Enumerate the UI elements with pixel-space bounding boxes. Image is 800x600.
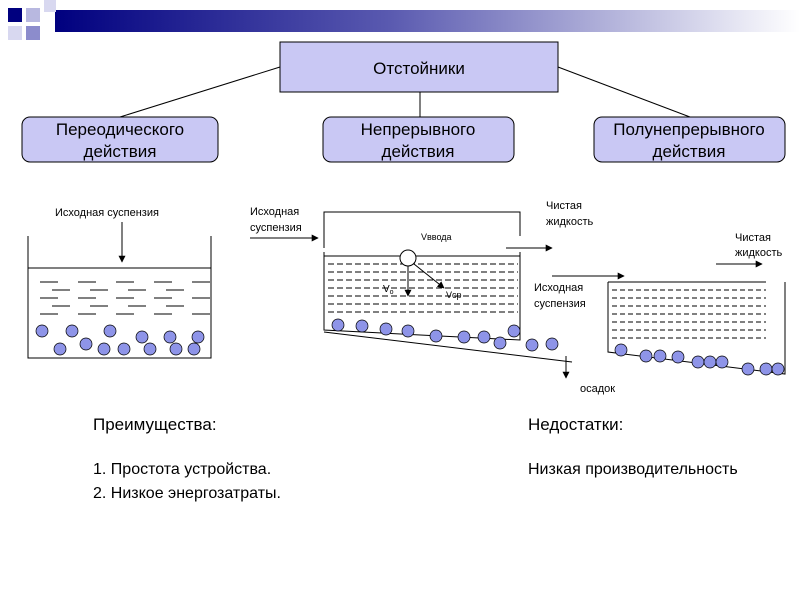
cont-velocity-avg-label: Vср: [446, 290, 462, 300]
sediment-particle: [97, 342, 111, 356]
sediment-particle: [65, 324, 79, 338]
disadvantages-list: Низкая производительность: [528, 458, 738, 482]
sediment-particle: [759, 362, 773, 376]
category-semi-line1: Полунепрерывного: [613, 120, 765, 139]
sediment-particle: [135, 330, 149, 344]
sediment-particle: [771, 362, 785, 376]
cont-input-label-line2: суспензия: [250, 222, 302, 234]
semi-output-label-line1: Чистая: [735, 232, 771, 244]
category-batch: Переодического действия: [21, 116, 219, 163]
sediment-particle: [401, 324, 415, 338]
cont-particle-diagram: [399, 249, 417, 267]
semi-output-label-line2: жидкость: [735, 247, 783, 259]
sediment-particle: [103, 324, 117, 338]
sediment-particle: [191, 330, 205, 344]
cont-top-cover: [323, 211, 521, 248]
semi-sediment: [614, 343, 785, 376]
sediment-particle: [653, 349, 667, 363]
sediment-particle: [331, 318, 345, 332]
sediment-particle: [671, 350, 685, 364]
cont-output-label-line1: Чистая: [546, 200, 582, 212]
semi-input-label-line1: Исходная: [534, 282, 583, 294]
sediment-particle: [79, 337, 93, 351]
sediment-particle: [143, 342, 157, 356]
decorative-banner: [8, 0, 800, 40]
sediment-particle: [691, 355, 705, 369]
sediment-particle: [187, 342, 201, 356]
batch-settler: Исходная суспензия: [27, 207, 212, 359]
sediment-particle: [355, 319, 369, 333]
sediment-particle: [457, 330, 471, 344]
batch-suspension-dashes: [40, 281, 210, 315]
sediment-particle: [715, 355, 729, 369]
cont-sediment-label: осадок: [580, 383, 615, 395]
title-text: Отстойники: [373, 59, 465, 78]
sediment-particle: [614, 343, 628, 357]
sediment-particle: [493, 336, 507, 350]
batch-input-label: Исходная суспензия: [55, 207, 159, 219]
category-semi: Полунепрерывного действия: [593, 116, 786, 163]
sediment-particle: [163, 330, 177, 344]
category-batch-line2: действия: [84, 142, 157, 161]
sediment-particle: [703, 355, 717, 369]
sediment-particle: [53, 342, 67, 356]
continuous-settler: Исходная суспензия Чистая жидкость Vввод…: [250, 200, 615, 395]
sediment-particle: [379, 322, 393, 336]
cont-input-label-line1: Исходная: [250, 206, 299, 218]
cont-sediment: [331, 318, 559, 352]
advantages-heading: Преимущества:: [93, 415, 217, 434]
cont-arrow-avg: [413, 263, 445, 289]
sediment-particle: [477, 330, 491, 344]
sediment-particle: [507, 324, 521, 338]
semi-suspension-dashes: [612, 289, 766, 339]
cont-slope-bottom: [323, 331, 573, 363]
sediment-particle: [117, 342, 131, 356]
semi-settler: Чистая жидкость Исходная суспензия: [534, 232, 786, 376]
disadvantage-item: Низкая производительность: [528, 461, 738, 478]
cont-suspension-dashes: [328, 263, 518, 313]
sediment-particle: [35, 324, 49, 338]
category-continuous: Непрерывного действия: [322, 116, 515, 163]
category-continuous-line2: действия: [382, 142, 455, 161]
title-box: Отстойники: [279, 41, 559, 93]
category-semi-line2: действия: [653, 142, 726, 161]
cont-output-label-line2: жидкость: [546, 216, 594, 228]
batch-tank: [27, 236, 212, 359]
sediment-particle: [545, 337, 559, 351]
advantages-list: 1. Простота устройства. 2. Низкое энерго…: [93, 458, 281, 506]
tree-connectors: [119, 66, 691, 118]
category-continuous-line1: Непрерывного: [361, 120, 476, 139]
sediment-particle: [429, 329, 443, 343]
sediment-particle: [741, 362, 755, 376]
sediment-particle: [525, 338, 539, 352]
advantage-item: 1. Простота устройства.: [93, 461, 272, 478]
semi-input-label-line2: суспензия: [534, 298, 586, 310]
advantage-item: 2. Низкое энергозатраты.: [93, 485, 281, 502]
cont-velocity-inlet-label: Vввода: [421, 232, 452, 242]
disadvantages-heading: Недостатки:: [528, 415, 624, 434]
sediment-particle: [639, 349, 653, 363]
category-batch-line1: Переодического: [56, 120, 184, 139]
sediment-particle: [169, 342, 183, 356]
batch-sediment: [35, 324, 205, 356]
cont-velocity-settling-label: Vо: [383, 284, 394, 296]
